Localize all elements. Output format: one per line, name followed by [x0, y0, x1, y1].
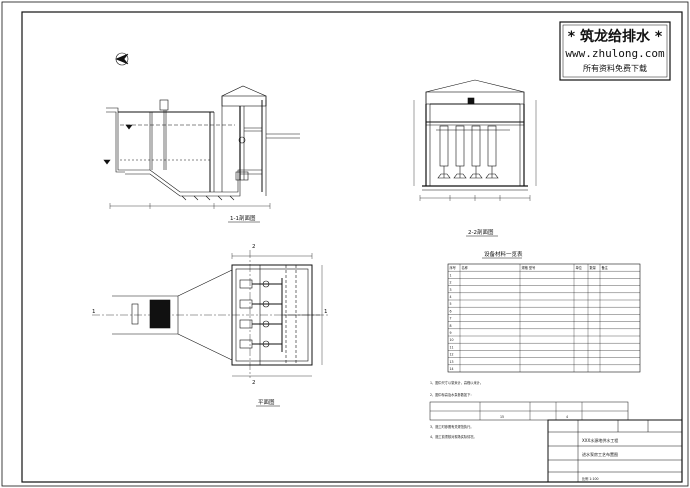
equipment-table: 序号名称规格 型号单位数量备注1234567891011121314	[447, 263, 641, 373]
table-cell: 8	[450, 324, 452, 328]
table-cell: 13	[450, 360, 454, 364]
note-3: 3、施工时参照有关规范执行。	[430, 424, 473, 429]
table-cell: 12	[450, 353, 454, 357]
pump-param-value-1: 15	[500, 415, 504, 419]
table-cell: 11	[450, 345, 454, 349]
stamp-title: * 筑龙给排水 *	[568, 28, 663, 45]
table-cell: 3	[450, 288, 452, 292]
pump-param-value-2: 4	[566, 415, 568, 419]
table-cell: 14	[450, 367, 454, 371]
table-cell: 1	[450, 273, 452, 277]
plan-section-mark-right: 1	[324, 309, 328, 315]
table-header-cell: 名称	[462, 265, 469, 270]
table-header-cell: 备注	[602, 265, 609, 270]
stamp-subtitle: 所有资料免费下载	[583, 63, 647, 73]
table-header-cell: 规格 型号	[522, 265, 536, 270]
section-2-2-title: 2-2剖面图	[468, 228, 494, 236]
note-1: 1、图中尺寸以毫米计，高程以米计。	[430, 380, 483, 385]
title-block-drawing-name: 进水泵房工艺布置图	[582, 451, 618, 457]
table-cell: 6	[450, 309, 452, 313]
plan-section-mark-bottom: 2	[252, 380, 256, 386]
north-arrow-icon	[115, 52, 129, 66]
equipment-table-title: 设备材料一览表	[484, 250, 523, 258]
zhulong-stamp: * 筑龙给排水 * www.zhulong.com 所有资料免费下载	[559, 21, 671, 81]
pump-parameter-table	[429, 401, 629, 421]
plan-view-drawing	[92, 250, 330, 378]
plan-section-mark-top: 2	[252, 244, 256, 250]
note-2: 2、图中标高及水泵参数如下：	[430, 392, 473, 397]
title-block-scale: 比例 1:100	[582, 476, 599, 481]
section-1-1-title: 1-1剖面图	[230, 214, 256, 222]
table-cell: 4	[450, 295, 452, 299]
plan-view-title: 平面图	[258, 398, 275, 406]
stamp-url: www.zhulong.com	[565, 47, 665, 60]
table-cell: 2	[450, 281, 452, 285]
table-header-cell: 单位	[576, 265, 583, 270]
title-block-project: XXX水源地供水工程	[582, 437, 618, 443]
table-header-cell: 数量	[590, 265, 597, 270]
table-cell: 10	[450, 338, 454, 342]
table-cell: 5	[450, 302, 452, 306]
table-cell: 7	[450, 317, 452, 321]
section-1-1-drawing	[103, 85, 300, 209]
inner-border	[21, 11, 683, 483]
table-header-cell: 序号	[450, 265, 456, 270]
section-2-2-drawing	[413, 79, 537, 201]
note-4: 4、施工前须核对现场实际情况。	[430, 434, 477, 439]
title-block	[547, 419, 683, 483]
table-cell: 9	[450, 331, 452, 335]
plan-section-mark-left: 1	[92, 309, 96, 315]
